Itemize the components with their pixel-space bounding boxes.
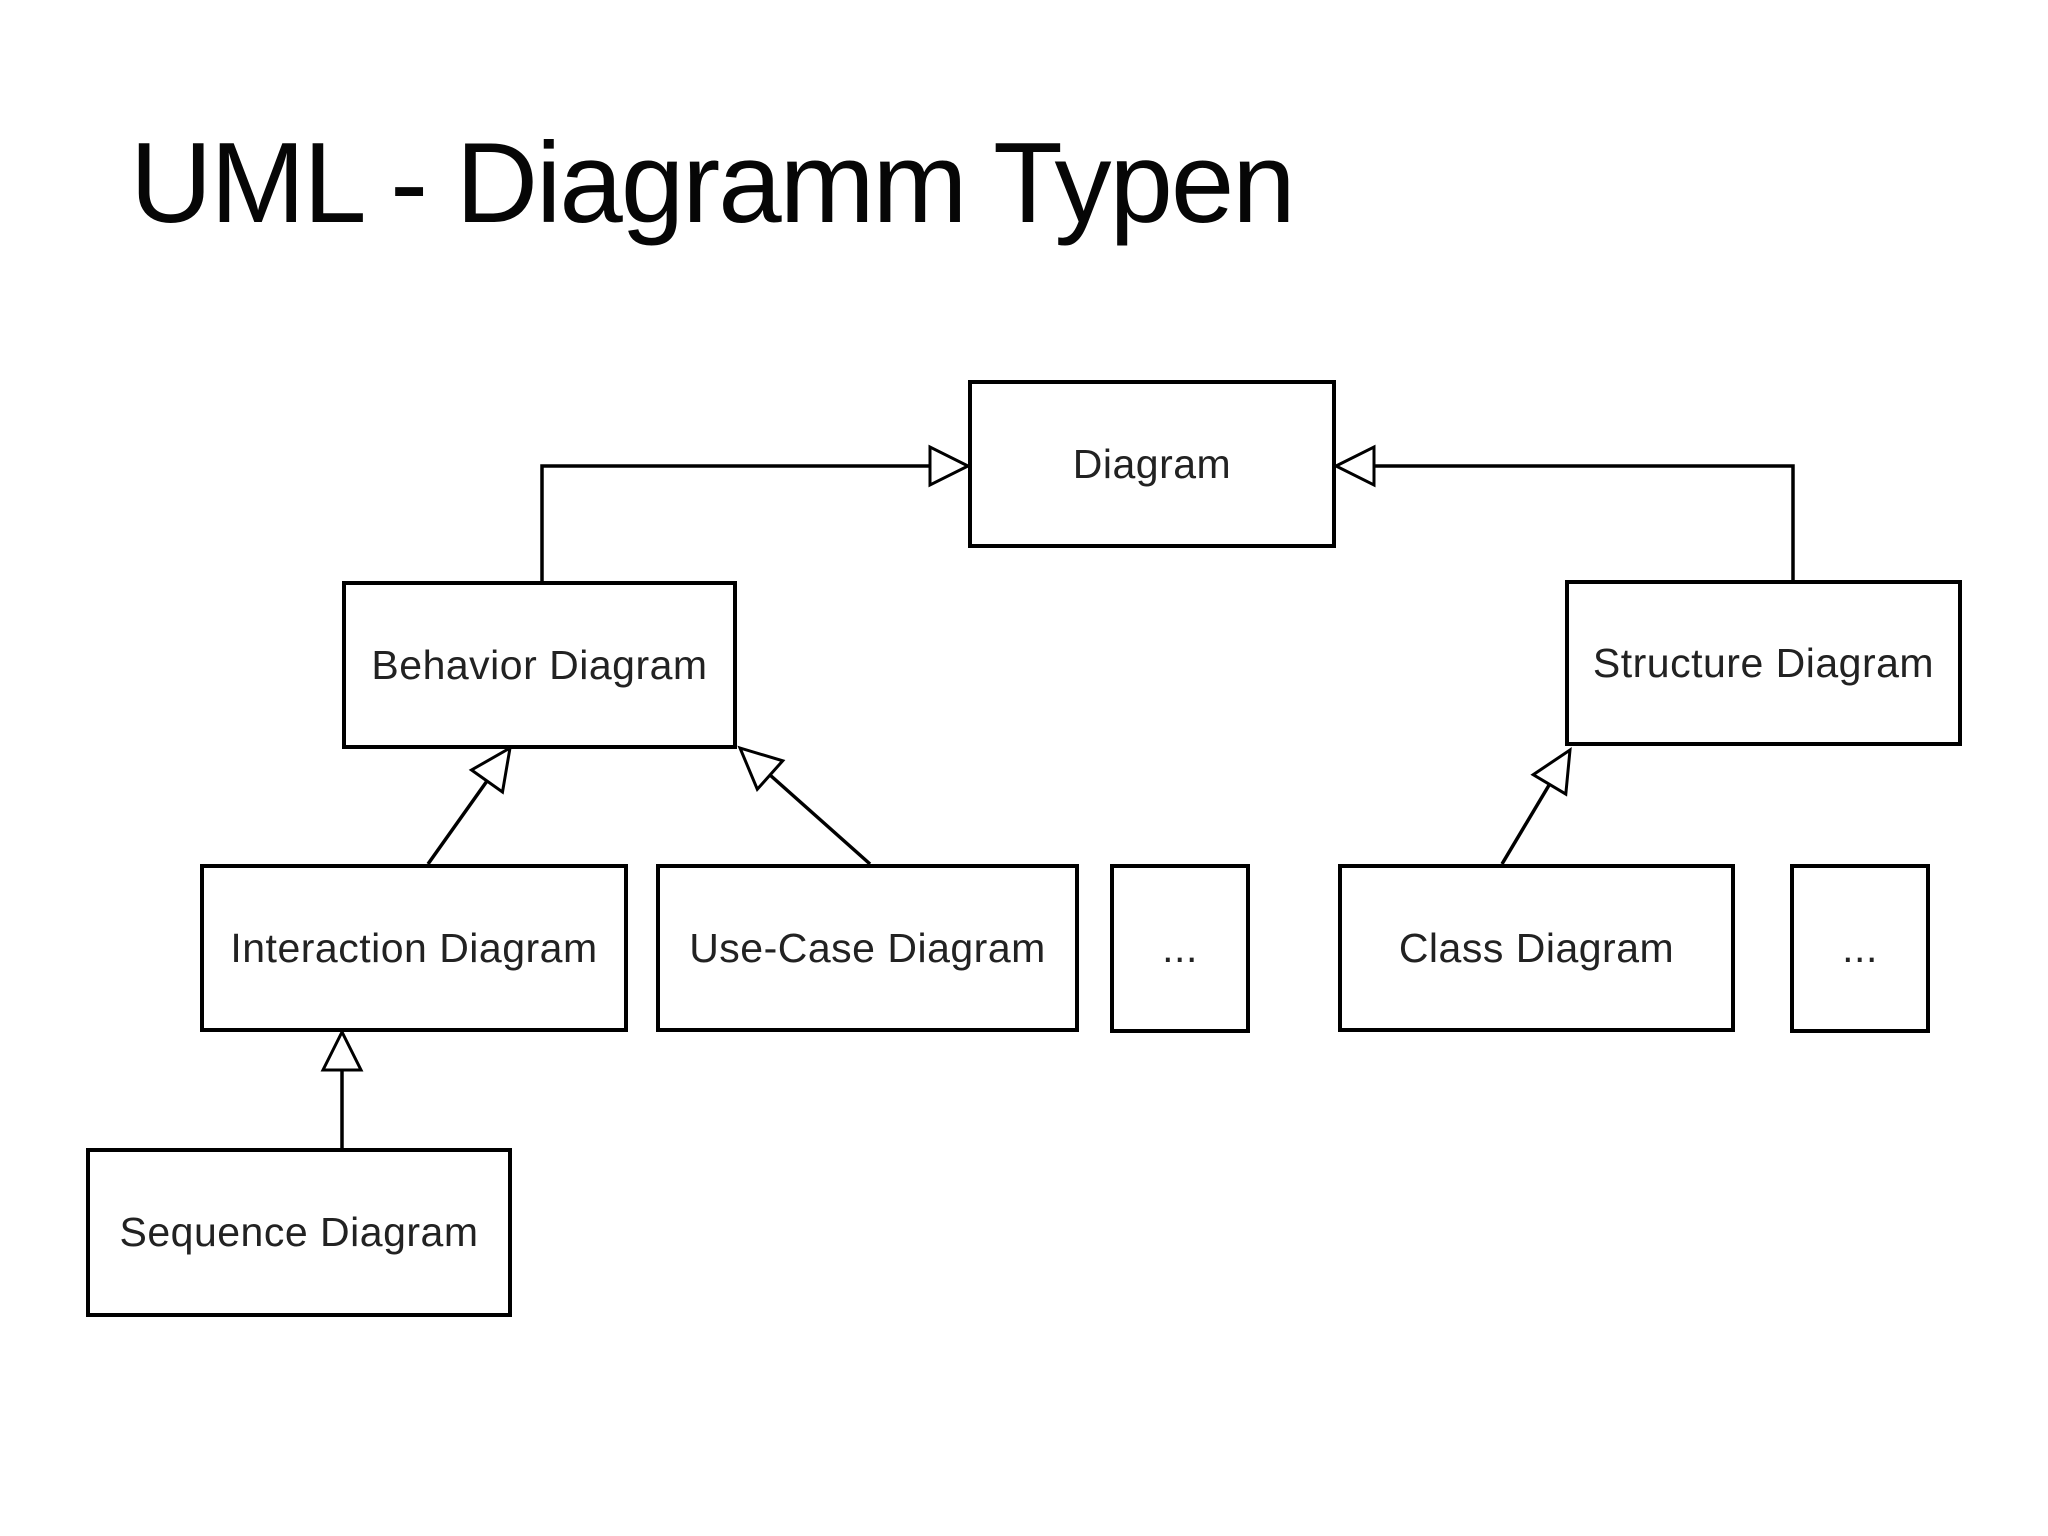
node-behavior-diagram: Behavior Diagram <box>342 581 737 749</box>
generalization-arrowhead-icon <box>468 745 513 795</box>
node-use-case-diagram: Use-Case Diagram <box>656 864 1079 1032</box>
node-diagram: Diagram <box>968 380 1336 548</box>
generalization-arrowhead-icon <box>320 1028 364 1072</box>
node-interaction-diagram: Interaction Diagram <box>200 864 628 1032</box>
edge-class-to-structure-line <box>1500 783 1552 865</box>
generalization-arrowhead-icon <box>737 745 786 792</box>
edge-interaction-to-behavior-line <box>426 779 489 866</box>
edge-structure-to-diagram-line <box>1375 464 1795 580</box>
node-structure-diagram: Structure Diagram <box>1565 580 1962 746</box>
edge-usecase-to-behavior-line <box>768 773 872 866</box>
node-sequence-diagram: Sequence Diagram <box>86 1148 512 1317</box>
generalization-arrowhead-icon <box>1332 444 1376 488</box>
node-class-diagram: Class Diagram <box>1338 864 1735 1032</box>
node-structure-ellipsis: ... <box>1790 864 1930 1033</box>
generalization-arrowhead-icon <box>928 444 972 488</box>
edge-behavior-to-diagram-line <box>540 464 930 581</box>
slide-title: UML - Diagramm Typen <box>130 120 1296 247</box>
node-behavior-ellipsis: ... <box>1110 864 1250 1033</box>
generalization-arrowhead-icon <box>1530 746 1572 797</box>
